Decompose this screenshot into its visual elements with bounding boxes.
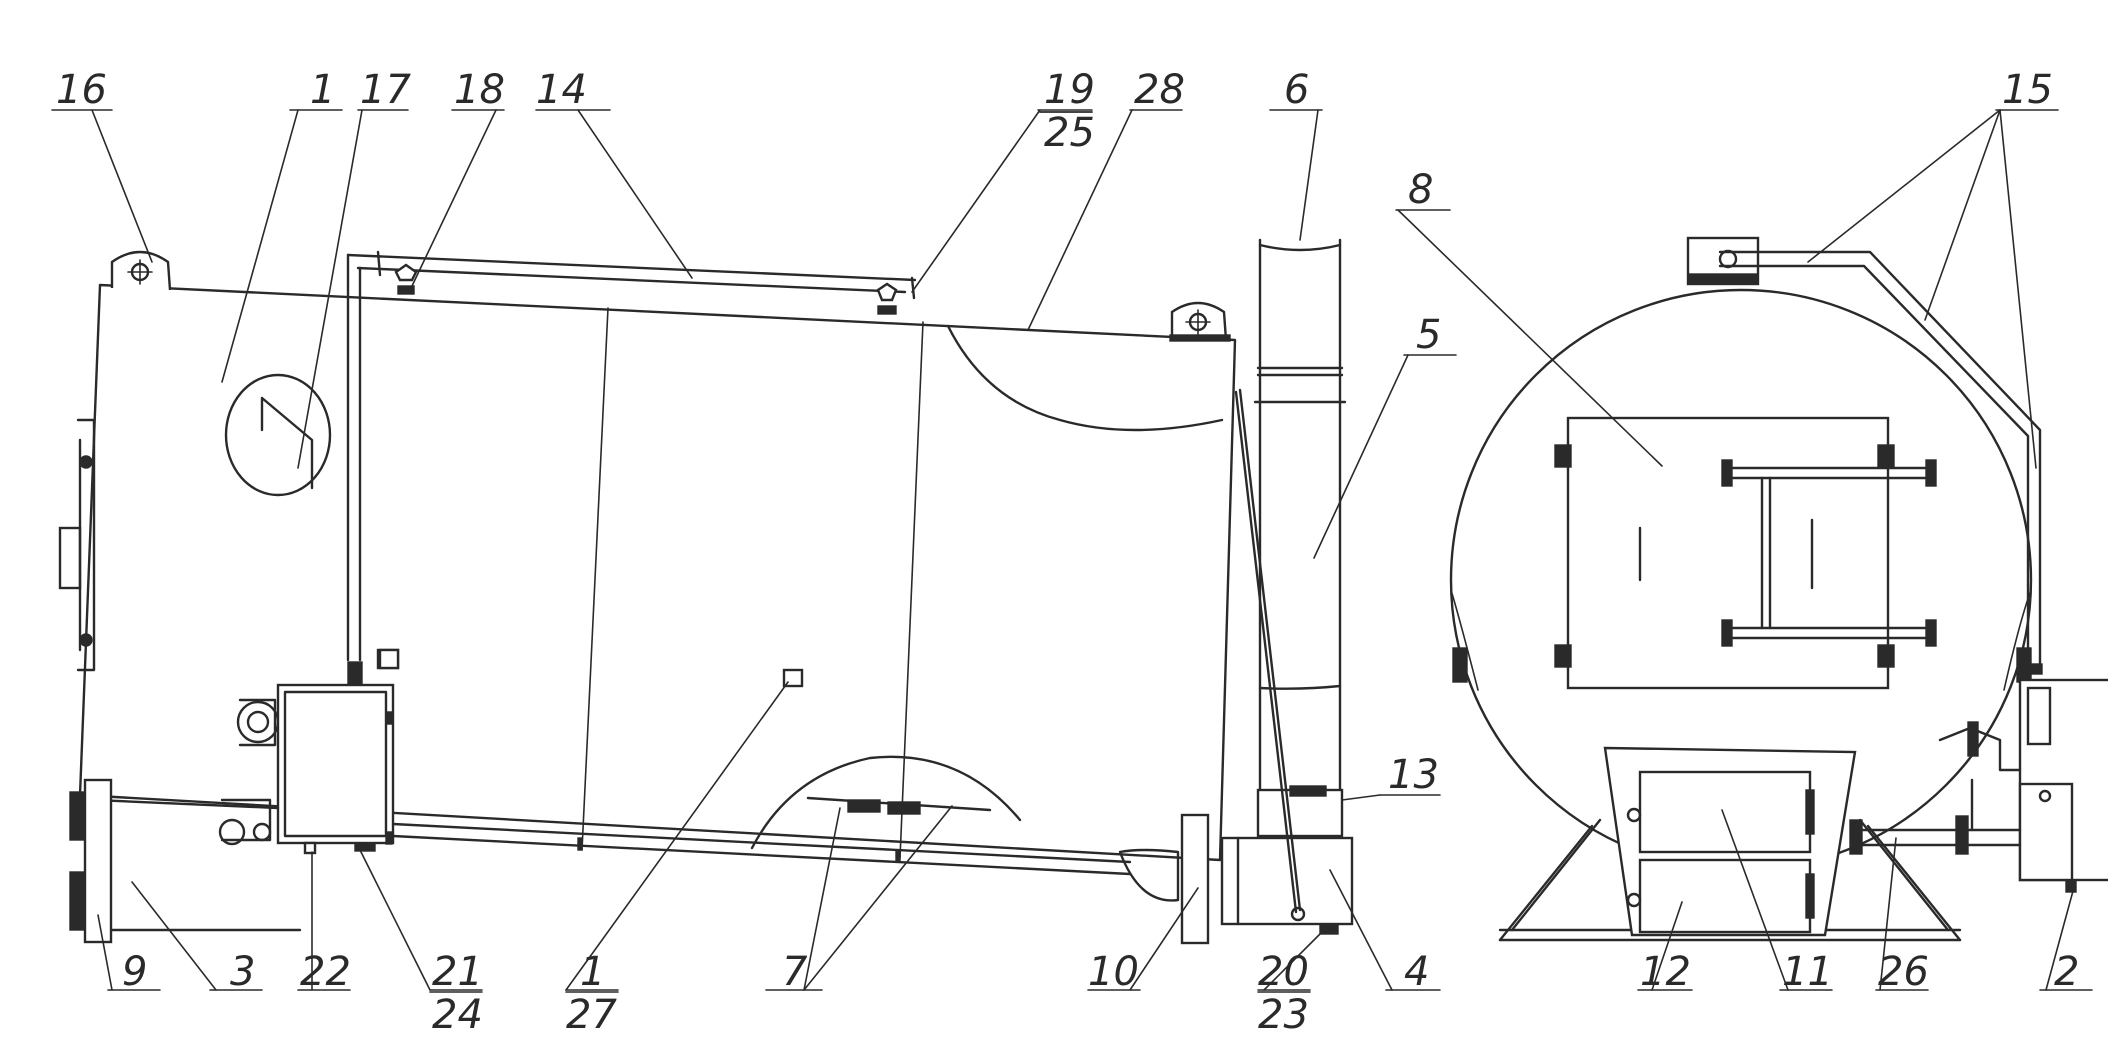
label-23: 23	[1258, 992, 1309, 1038]
control-box	[276, 648, 400, 855]
label-17: 17	[360, 67, 411, 113]
label-27: 27	[566, 992, 617, 1038]
label-26: 26	[1878, 949, 1929, 995]
label-11: 11	[1782, 949, 1833, 995]
section-line-2	[899, 321, 924, 859]
label-4: 4	[1404, 949, 1429, 995]
connection-pipe	[1938, 726, 2022, 772]
valve-19	[876, 282, 898, 315]
label-8: 8	[1408, 167, 1433, 213]
label-10: 10	[1088, 949, 1139, 995]
label-20: 20	[1258, 949, 1309, 995]
stand	[1498, 818, 1962, 942]
tie-rod	[1234, 390, 1298, 914]
front-door	[58, 418, 96, 672]
front-door-panel	[1566, 416, 1890, 690]
lower-door	[1638, 858, 1812, 934]
label-16: 16	[56, 67, 107, 113]
label-14: 14	[536, 67, 587, 113]
label-18: 18	[454, 67, 505, 113]
ash-chute	[69, 778, 302, 944]
ladder-handles	[1721, 459, 1937, 647]
bottom-cutaway	[750, 755, 1022, 850]
label-15: 15	[2002, 67, 2053, 113]
label-5: 5	[1416, 312, 1441, 358]
marker-left	[378, 648, 400, 670]
lifting-lug-right	[1170, 301, 1228, 341]
label-24: 24	[432, 992, 483, 1038]
label-28: 28	[1134, 67, 1185, 113]
label-9: 9	[122, 949, 147, 995]
fan	[236, 698, 280, 747]
fraction-bars	[429, 111, 1311, 993]
smoke-box	[1220, 836, 1354, 935]
side-view	[58, 238, 1354, 945]
flue-stack	[1253, 238, 1347, 838]
label-22: 22	[300, 949, 351, 995]
label-25: 25	[1044, 110, 1095, 156]
leader-lines	[51, 109, 2093, 991]
body-shell	[78, 283, 1237, 862]
label-21: 21	[432, 949, 483, 995]
upper-door	[1638, 770, 1812, 854]
front-control-box	[2018, 678, 2108, 893]
label-1-bottom: 1	[580, 949, 605, 995]
section-line-1	[581, 307, 609, 851]
air-vent-valve-18	[394, 263, 418, 295]
label-7: 7	[782, 949, 808, 995]
callout-labels: 16 1 17 18 14 19 25 28 6 8 15 5 13 9 3 2…	[56, 67, 2079, 1038]
label-6: 6	[1284, 67, 1309, 113]
top-pipe	[346, 250, 917, 662]
front-pipe	[1718, 250, 2042, 670]
label-13: 13	[1388, 752, 1439, 798]
label-2: 2	[2054, 949, 2079, 995]
bottom-pipe	[391, 822, 1132, 864]
flue-collar	[1118, 848, 1180, 902]
inspection-cutout	[224, 373, 332, 497]
label-3: 3	[230, 949, 255, 995]
baffle-plate	[260, 396, 314, 490]
burner	[218, 798, 272, 846]
label-1-top: 1	[310, 67, 335, 113]
lifting-lug-left	[110, 250, 172, 291]
label-19: 19	[1044, 67, 1095, 113]
front-view	[1449, 236, 2108, 942]
label-12: 12	[1640, 949, 1691, 995]
top-cutaway	[946, 324, 1224, 432]
